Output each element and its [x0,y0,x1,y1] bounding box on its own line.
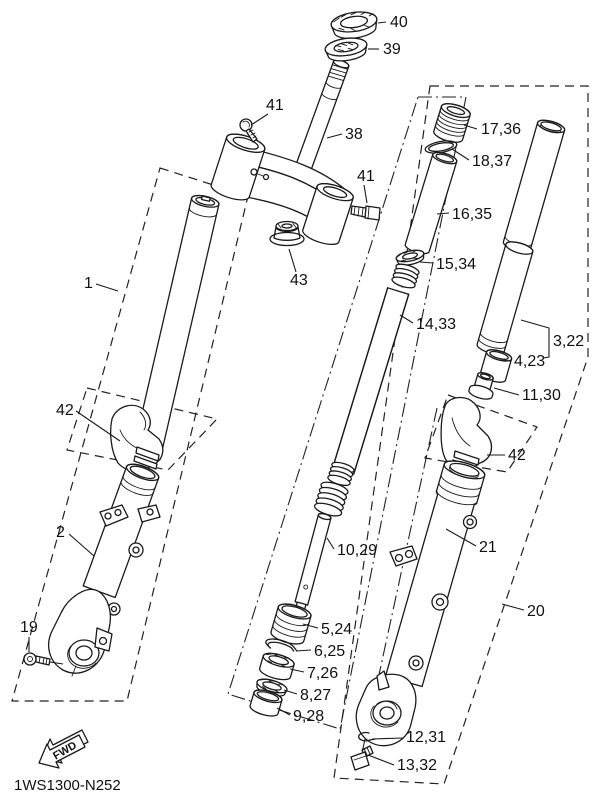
callout-42-right: 42 [508,447,526,464]
callout-17-36: 17,36 [481,121,521,138]
axle-clamp-washer [358,731,376,742]
callout-14-33: 14,33 [416,316,456,333]
bridge-detail-line [257,173,264,177]
callout-42-left: 42 [56,402,74,419]
oil-seal [259,652,295,681]
callout-41-top: 41 [266,97,284,114]
pinch-bolt-side [350,205,381,221]
fwd-arrow-face [38,734,86,769]
callout-12-31: 12,31 [406,729,446,746]
steering-stem [291,59,350,180]
callout-11-30: 11,30 [522,387,561,404]
left-axle-holder [48,588,113,677]
pinch-bolt-top [239,118,258,143]
spacer-tube [404,151,458,255]
steering-bearing [330,11,378,40]
callout-13-32: 13,32 [397,757,437,774]
right-outer-tube [384,460,486,688]
left-tube-lugs [99,504,161,616]
callout-15-34: 15,34 [436,256,476,273]
callout-18-37: 18,37 [472,153,512,170]
right-axle-holder [355,670,417,747]
left-inner-tube [132,194,220,461]
callout-43: 43 [290,272,308,289]
leader-lines [28,21,550,766]
seal-spacer [270,603,312,645]
right-inner-tube-lower [476,241,534,355]
axle-pinch-bolt [23,652,64,666]
callout-9-28: 9,28 [293,708,324,725]
callout-40: 40 [390,14,408,31]
left-outer-tube [82,463,160,599]
rebound-spring [313,481,349,517]
callout-1: 1 [84,275,93,292]
reflector-bracket-left [110,404,164,473]
callout-21: 21 [479,539,497,556]
fwd-arrow-label: FWD [51,740,79,763]
slide-bushing [249,689,283,717]
callout-41-side: 41 [357,168,375,185]
bridge-right-boss [302,182,354,246]
fork-spring-top-coils [391,263,420,289]
dashed-box-internal-column [227,96,467,730]
callout-39: 39 [383,41,401,58]
diagram-part-code: 1WS1300-N252 [14,777,121,794]
bearing-race [324,37,368,62]
callout-labels: 40 39 38 41 41 43 1 42 2 19 17,36 18,37 … [20,14,584,774]
stopper-bushing [468,372,494,400]
damper-rod [294,512,332,606]
dashed-box-reflector-right [424,394,538,473]
callout-10-29: 10,29 [337,542,377,559]
stem-nut [269,220,305,247]
callout-4-23: 4,23 [514,353,545,370]
bridge-screw-detail [250,168,258,176]
callout-7-26: 7,26 [307,665,338,682]
fork-spring-bottom-coils [327,461,355,487]
callout-2: 2 [56,524,65,541]
fwd-direction-arrow: FWD [38,729,89,769]
cap-bolt [433,103,471,143]
callout-20: 20 [527,603,545,620]
right-inner-tube-upper [502,119,566,253]
callout-16-35: 16,35 [452,206,492,223]
callout-3-22: 3,22 [553,333,584,350]
bridge-left-boss [210,133,266,201]
callout-38: 38 [345,126,363,143]
bridge-screw-detail-2 [262,173,270,181]
retaining-clip [265,638,298,652]
callout-19: 19 [20,619,38,636]
callout-6-25: 6,25 [314,643,345,660]
callout-8-27: 8,27 [300,687,331,704]
callout-5-24: 5,24 [321,621,352,638]
right-tube-lugs [389,514,478,671]
fork-spring-body [332,287,410,475]
axle-clamp-bolt [350,745,374,771]
